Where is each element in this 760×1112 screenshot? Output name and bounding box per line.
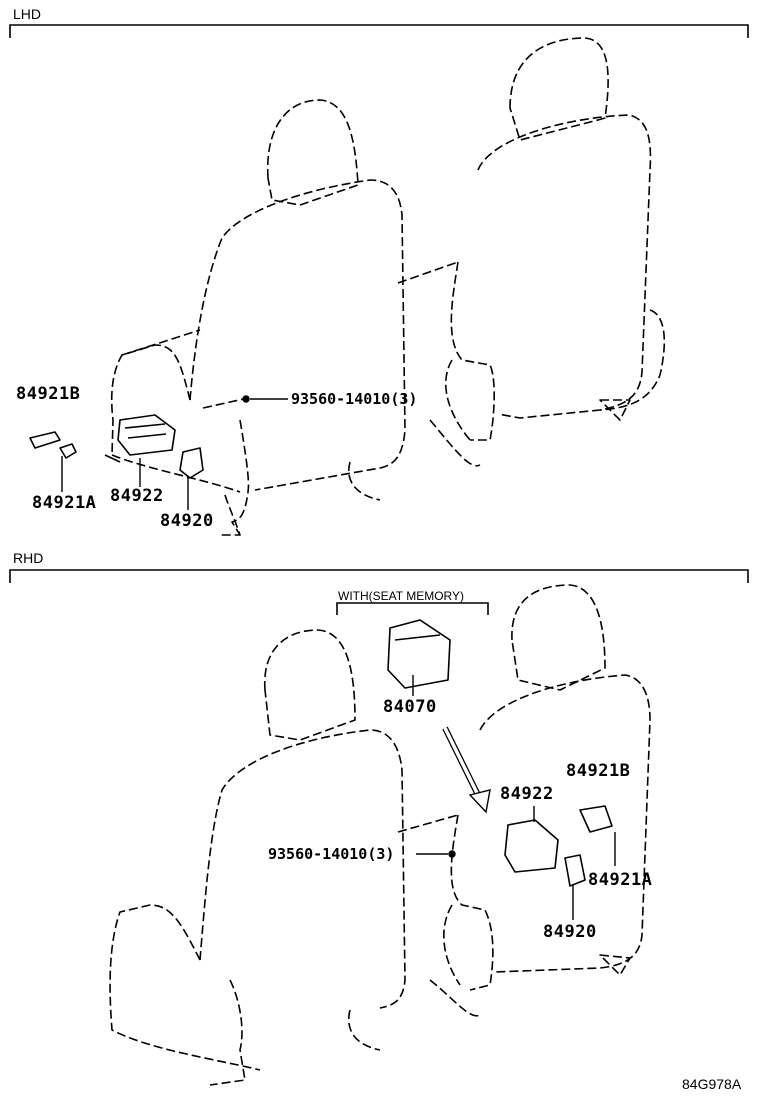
rhd-switch-assembly bbox=[387, 619, 613, 887]
lhd-part-84921b: 84921B bbox=[16, 384, 81, 404]
rhd-leader-lines bbox=[412, 675, 616, 920]
diagram-code: 84G978A bbox=[682, 1076, 742, 1092]
lhd-part-84922: 84922 bbox=[110, 486, 164, 506]
rhd-part-84921b: 84921B bbox=[566, 761, 631, 781]
rhd-part-84070: 84070 bbox=[383, 697, 437, 717]
rhd-bolt-label: 93560-14010(3) bbox=[268, 845, 395, 863]
rhd-part-84922: 84922 bbox=[500, 784, 554, 804]
rhd-driver-seat bbox=[397, 584, 651, 1017]
lhd-leader-lines bbox=[61, 395, 288, 510]
lhd-label: LHD bbox=[13, 6, 42, 22]
lhd-driver-seat bbox=[110, 99, 406, 536]
lhd-section-bracket bbox=[9, 24, 749, 38]
rhd-part-84921a: 84921A bbox=[588, 870, 653, 890]
lhd-part-84920: 84920 bbox=[160, 511, 214, 531]
lhd-bolt-label: 93560-14010(3) bbox=[291, 390, 418, 408]
rhd-section-bracket bbox=[9, 569, 749, 583]
lhd-passenger-seat bbox=[397, 37, 666, 467]
rhd-passenger-seat bbox=[109, 629, 406, 1086]
rhd-label: RHD bbox=[13, 550, 44, 566]
lhd-part-84921a: 84921A bbox=[32, 493, 97, 513]
rhd-part-84920: 84920 bbox=[543, 922, 597, 942]
seat-memory-note: WITH(SEAT MEMORY) bbox=[338, 589, 464, 603]
seat-memory-bracket bbox=[336, 602, 489, 615]
lhd-switch-assembly bbox=[29, 414, 204, 479]
